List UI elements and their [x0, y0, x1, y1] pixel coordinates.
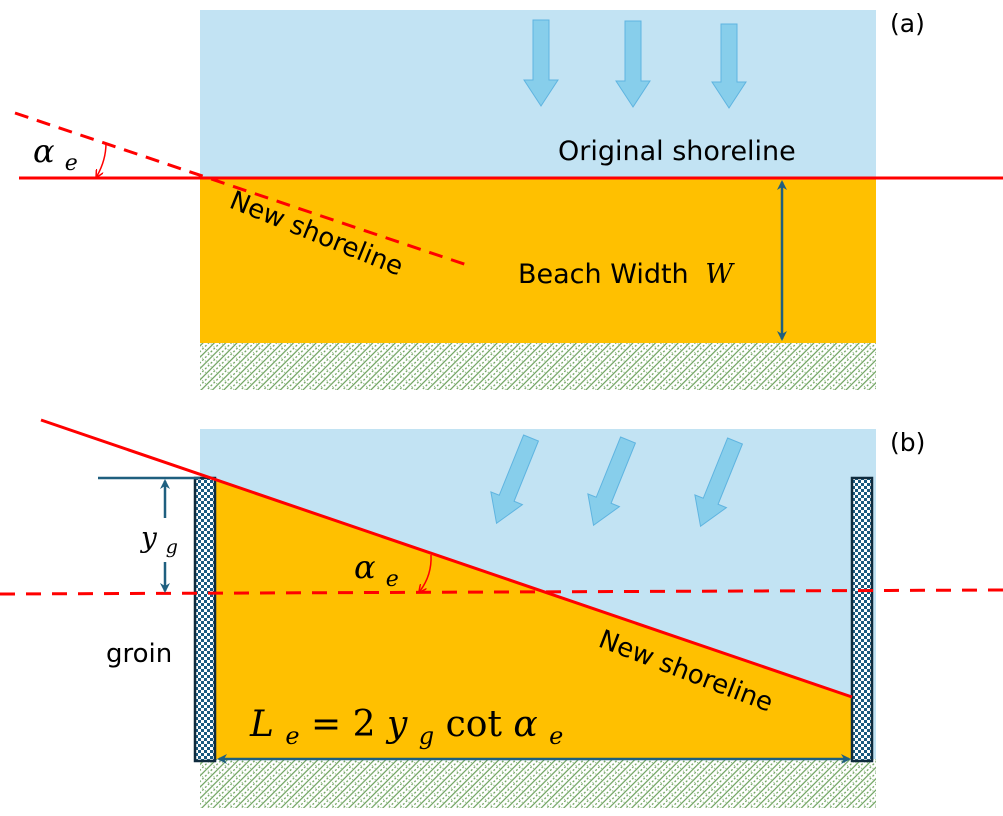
ground-hatch: [200, 759, 876, 808]
groin-right: [850, 476, 874, 763]
groin-label: groin: [106, 639, 172, 669]
beach-area: [200, 178, 876, 343]
panel-b: (b) groin New shoreline y g α e L e = 2 …: [0, 418, 1003, 808]
yg-label: y g: [139, 521, 178, 558]
new-shoreline: [40, 418, 853, 699]
groin-left: [193, 476, 217, 763]
beach-area: [216, 480, 873, 759]
wave-arrow-icon: [615, 20, 651, 108]
panel-label-a: (a): [890, 9, 925, 38]
new-shoreline-dashed: [14, 111, 471, 268]
wave-arrow-icon: [490, 434, 540, 525]
angle-label: α e: [33, 132, 78, 176]
panel-a: (a) Original shoreline New shoreline Bea…: [14, 9, 1003, 390]
angle-label: α e: [354, 548, 399, 592]
wave-arrow-icon: [694, 437, 744, 528]
ground-hatch: [200, 343, 876, 390]
original-shoreline-label: Original shoreline: [558, 136, 796, 167]
wave-arrow-icon: [587, 436, 637, 527]
angle-arc: [97, 142, 107, 176]
panel-label-b: (b): [890, 428, 925, 457]
wave-arrow-icon: [523, 19, 559, 107]
original-shoreline-dashed: [0, 588, 1003, 596]
wave-arrow-icon: [711, 23, 747, 109]
angle-arc: [420, 554, 432, 591]
equation-le: L e = 2 y g cot α e: [249, 704, 563, 753]
beach-width-label: Beach Width W: [518, 259, 735, 290]
